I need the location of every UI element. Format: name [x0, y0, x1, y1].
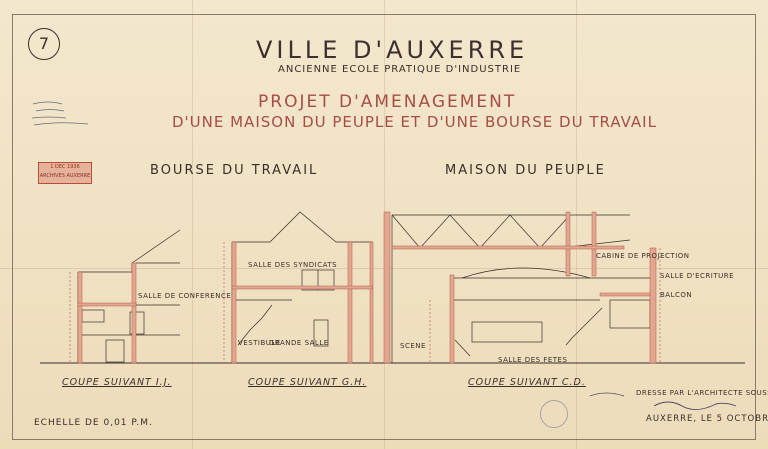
cut-label-cd: COUPE SUIVANT C.D. — [468, 377, 586, 388]
label-scene: SCENE — [400, 342, 426, 350]
project-subtitle: D'UNE MAISON DU PEUPLE ET D'UNE BOURSE D… — [172, 113, 657, 131]
sheet-number: 7 — [28, 28, 60, 60]
label-salle-ecriture: SALLE D'ECRITURE — [660, 272, 735, 280]
label-salle-fetes: SALLE DES FETES — [498, 356, 568, 364]
section-title-maison: MAISON DU PEUPLE — [445, 163, 606, 178]
section-title-bourse: BOURSE DU TRAVAIL — [150, 163, 319, 178]
architect-note: DRESSE PAR L'ARCHITECTE SOUSSIGNE — [636, 389, 768, 397]
label-cabine: CABINE DE PROJECTION — [596, 252, 690, 260]
official-seal — [540, 400, 568, 428]
pencil-annotation — [31, 101, 89, 126]
cut-label-ij: COUPE SUIVANT I.J. — [62, 377, 172, 388]
fold-line — [576, 0, 577, 449]
label-salle-syndicats: SALLE DES SYNDICATS — [248, 261, 338, 269]
scale-label: ECHELLE DE 0,01 P.M. — [34, 418, 153, 428]
label-vestibule: VESTIBULE — [238, 339, 281, 347]
date-place: AUXERRE, LE 5 OCTOBRE 1936 — [646, 414, 768, 424]
border-frame — [12, 14, 756, 440]
cut-label-gh: COUPE SUIVANT G.H. — [248, 377, 367, 388]
label-grande-salle: GRANDE SALLE — [269, 339, 329, 347]
label-salle-conference: SALLE DE CONFERENCE — [138, 292, 232, 300]
school-subtitle: ANCIENNE ECOLE PRATIQUE D'INDUSTRIE — [278, 64, 522, 75]
label-balcon: BALCON — [660, 291, 693, 299]
project-title: PROJET D'AMENAGEMENT — [258, 92, 517, 112]
fold-line — [192, 0, 193, 449]
town-title: VILLE D'AUXERRE — [256, 36, 529, 64]
